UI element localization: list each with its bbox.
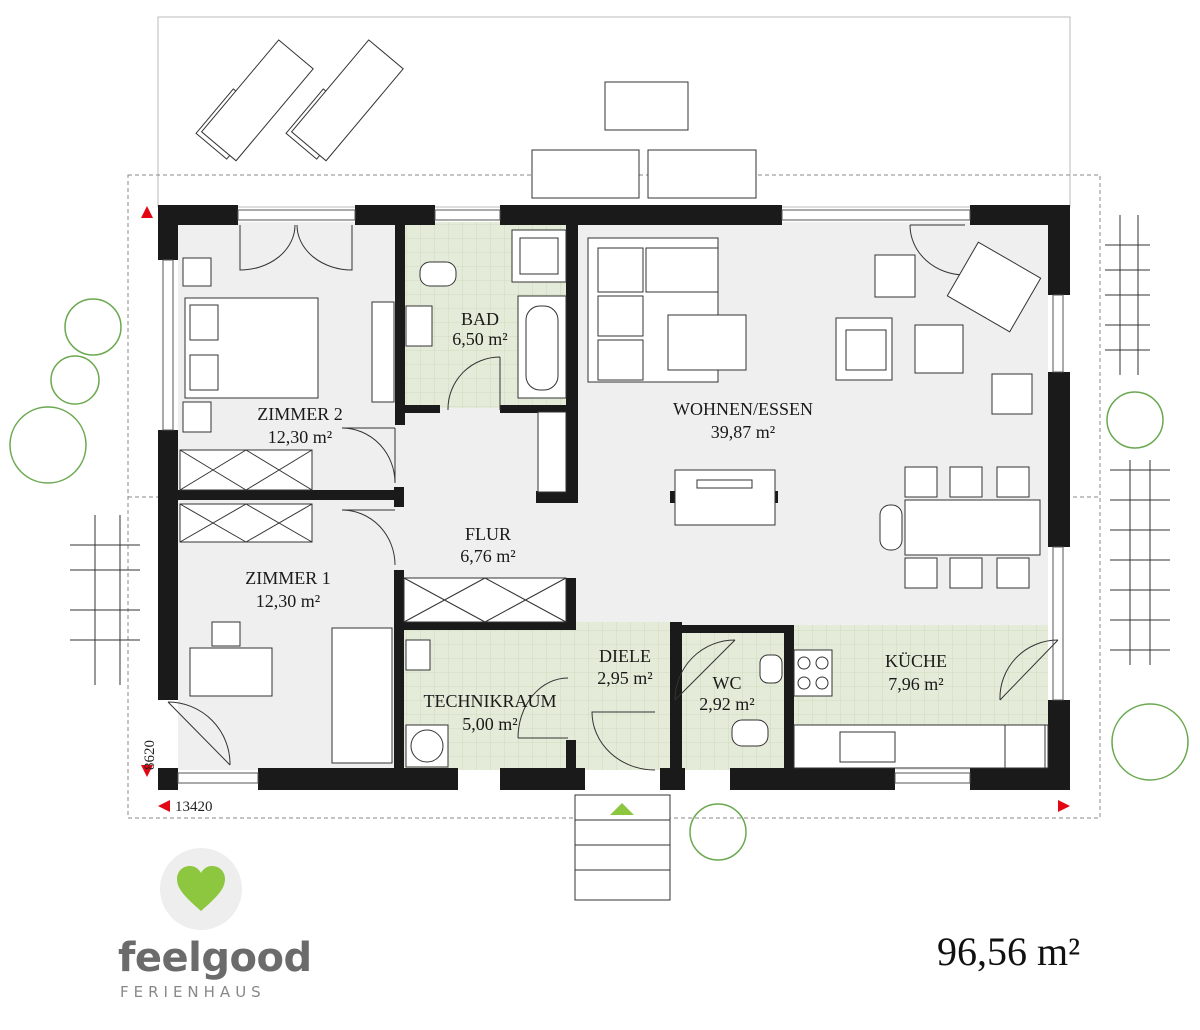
room-name-technik: TECHNIKRAUM [424, 691, 557, 711]
brand-tagline: FERIENHAUS [120, 983, 266, 1001]
room-name-diele: DIELE [599, 646, 651, 666]
room-area-wc: 2,92 m² [699, 694, 754, 714]
floor-kueche [792, 625, 1048, 725]
brand-name: feelgood [118, 935, 312, 981]
windows [162, 209, 1064, 784]
dimension-arrows [141, 206, 1070, 812]
room-area-zimmer2: 12,30 m² [268, 427, 332, 447]
interior-walls [178, 225, 794, 770]
room-name-wohnen: WOHNEN/ESSEN [673, 399, 813, 419]
outdoor-grid [70, 215, 1170, 685]
floor-diele [570, 622, 670, 770]
room-name-kueche: KÜCHE [885, 651, 947, 671]
room-area-kueche: 7,96 m² [888, 674, 943, 694]
entrance-arrow-icon [610, 803, 634, 815]
dimension-width: 13420 [175, 799, 213, 815]
door-swings [167, 224, 1059, 771]
trees [9, 298, 1189, 861]
room-name-wc: WC [713, 673, 742, 693]
room-area-diele: 2,95 m² [597, 668, 652, 688]
room-name-zimmer1: ZIMMER 1 [245, 568, 331, 588]
room-name-bad: BAD [461, 309, 499, 329]
total-area: 96,56 m² [937, 929, 1080, 974]
room-name-zimmer2: ZIMMER 2 [257, 404, 343, 424]
room-labels: ZIMMER 2 12,30 m² ZIMMER 1 12,30 m² BAD … [245, 309, 947, 734]
room-area-bad: 6,50 m² [452, 329, 507, 349]
dimension-depth: 8620 [142, 740, 158, 770]
heart-icon [177, 866, 225, 911]
room-area-flur: 6,76 m² [460, 546, 515, 566]
room-area-wohnen: 39,87 m² [711, 422, 775, 442]
room-name-flur: FLUR [465, 524, 511, 544]
room-area-zimmer1: 12,30 m² [256, 591, 320, 611]
furniture [179, 39, 1049, 901]
exterior-walls [158, 205, 1070, 790]
room-area-technik: 5,00 m² [462, 714, 517, 734]
